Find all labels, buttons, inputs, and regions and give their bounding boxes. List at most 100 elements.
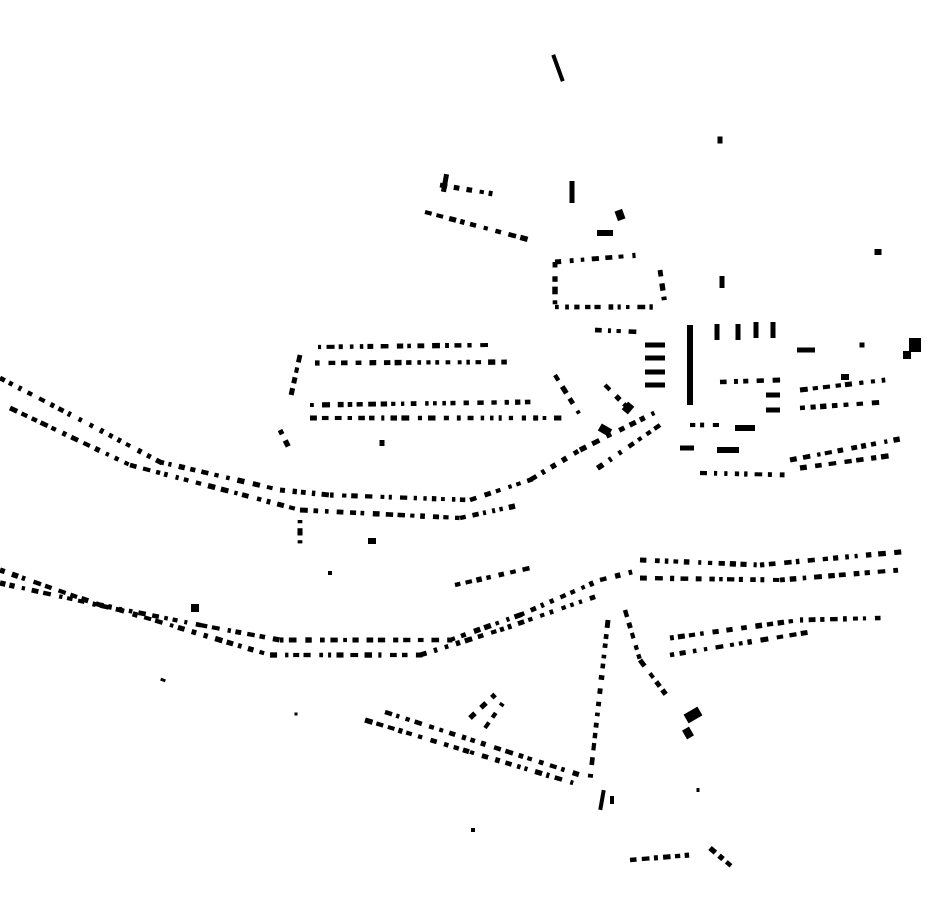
building-footprint — [433, 647, 439, 654]
building-footprint — [30, 416, 38, 423]
building-footprint — [843, 402, 849, 408]
building-footprint — [190, 628, 197, 636]
building-footprint — [368, 538, 376, 544]
building-footprint — [443, 741, 450, 748]
building-footprint — [477, 633, 484, 640]
building-footprint — [529, 605, 537, 613]
building-footprint — [432, 514, 440, 520]
building-footprint — [684, 852, 690, 859]
building-footprint — [594, 327, 602, 333]
building-footprint — [31, 587, 39, 595]
building-footprint — [288, 505, 296, 511]
building-footprint — [449, 636, 456, 643]
building-footprint — [328, 571, 332, 575]
building-footprint — [788, 618, 794, 624]
building-footprint — [768, 561, 776, 567]
building-footprint — [26, 390, 34, 397]
building-footprint — [116, 437, 123, 444]
building-footprint — [350, 652, 359, 658]
building-footprint — [326, 344, 335, 349]
building-footprint — [483, 721, 491, 730]
building-footprint — [639, 575, 647, 581]
building-footprint — [358, 415, 365, 421]
building-footprint — [534, 769, 543, 777]
building-footprint — [760, 636, 769, 643]
building-footprint — [479, 189, 485, 195]
building-footprint — [712, 422, 719, 428]
building-footprint — [44, 583, 53, 591]
building-footprint — [328, 360, 336, 366]
building-footprint — [633, 644, 639, 651]
building-footprint — [131, 611, 139, 618]
building-footprint — [683, 706, 703, 724]
building-footprint — [645, 369, 665, 375]
building-footprint — [587, 773, 594, 778]
building-footprint — [426, 360, 431, 365]
building-footprint — [469, 495, 478, 503]
building-footprint — [369, 415, 375, 421]
building-footprint — [7, 380, 14, 387]
building-footprint — [280, 637, 284, 643]
building-footprint — [569, 181, 575, 203]
building-footprint — [747, 638, 753, 645]
building-footprint — [342, 493, 347, 498]
building-footprint — [565, 304, 569, 310]
building-footprint — [813, 574, 823, 580]
building-footprint — [155, 469, 161, 476]
building-footprint — [401, 652, 408, 658]
building-footprint — [539, 602, 545, 609]
building-footprint — [417, 637, 424, 643]
building-footprint — [799, 617, 804, 623]
building-footprint — [66, 596, 73, 602]
building-footprint — [504, 399, 509, 405]
building-footprint — [417, 360, 422, 365]
building-footprint — [443, 515, 449, 520]
building-footprint — [380, 494, 385, 499]
building-footprint — [352, 637, 359, 643]
building-footprint — [641, 856, 650, 862]
building-footprint — [455, 639, 461, 647]
building-footprint — [380, 401, 388, 407]
building-footprint — [397, 512, 406, 518]
building-footprint — [347, 415, 353, 421]
building-footprint — [292, 488, 298, 495]
building-footprint — [591, 438, 601, 447]
building-footprint — [859, 342, 865, 348]
building-footprint — [214, 635, 224, 644]
building-footprint — [874, 615, 881, 621]
building-footprint — [336, 509, 344, 515]
building-footprint — [717, 136, 723, 144]
building-footprint — [779, 577, 786, 583]
building-footprint — [828, 460, 837, 467]
building-footprint — [755, 622, 763, 629]
building-footprint — [714, 324, 720, 340]
building-footprint — [313, 508, 319, 514]
building-footprint — [465, 579, 473, 585]
building-footprint — [338, 344, 343, 350]
building-footprint — [183, 477, 189, 483]
building-footprint — [160, 677, 166, 683]
building-footprint — [461, 734, 467, 741]
building-footprint — [145, 452, 152, 460]
building-footprint — [322, 402, 331, 408]
building-footprint — [662, 854, 671, 860]
building-footprint — [462, 747, 470, 755]
building-footprint — [740, 561, 747, 568]
building-footprint — [448, 730, 456, 737]
building-footprint — [682, 726, 694, 740]
building-footprint — [38, 396, 46, 404]
building-footprint — [855, 457, 864, 463]
building-footprint — [447, 637, 453, 643]
building-footprint — [291, 376, 298, 384]
building-footprint — [61, 430, 68, 438]
building-footprint — [379, 440, 385, 446]
building-footprint — [842, 616, 847, 622]
building-footprint — [712, 628, 720, 635]
building-footprint — [490, 692, 497, 700]
building-footprint — [877, 550, 887, 557]
building-footprint — [713, 470, 718, 476]
building-footprint — [729, 642, 735, 648]
building-footprint — [337, 401, 344, 408]
building-footprint — [483, 225, 489, 231]
building-footprint — [569, 602, 575, 608]
